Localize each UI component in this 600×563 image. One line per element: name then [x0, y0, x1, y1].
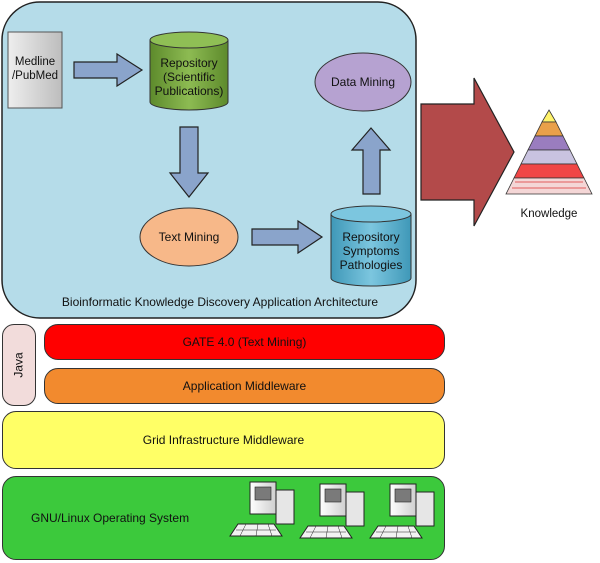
application-middleware-layer: Application Middleware	[44, 368, 445, 404]
knowledge-label: Knowledge	[520, 208, 578, 220]
medline-label: Medline /PubMed	[11, 56, 59, 82]
repository-publications-label: Repository (Scientific Publications)	[154, 56, 224, 98]
flow-arrow-3	[251, 219, 324, 255]
flow-arrow-2	[168, 126, 210, 198]
data-mining-label: Data Mining	[330, 75, 396, 89]
repository-symptoms-label: Repository Symptoms Pathologies	[339, 230, 403, 272]
repository-symptoms-cylinder	[330, 205, 412, 287]
gate-layer: GATE 4.0 (Text Mining)	[44, 324, 445, 360]
application-middleware-label: Application Middleware	[182, 379, 307, 393]
flow-arrow-4	[350, 127, 392, 195]
knowledge-pyramid-icon	[505, 109, 593, 195]
computer-icon	[229, 481, 295, 537]
knowledge-output-arrow	[420, 77, 515, 227]
flow-arrow-1	[73, 52, 144, 88]
repository-publications-cylinder	[149, 31, 229, 111]
computer-icon	[299, 483, 365, 539]
java-label: Java	[11, 352, 26, 378]
text-mining-label: Text Mining	[158, 230, 220, 244]
grid-middleware-layer: Grid Infrastructure Middleware	[2, 411, 445, 469]
data-mining-node	[314, 52, 412, 112]
text-mining-node	[139, 207, 239, 267]
java-layer: Java	[2, 324, 36, 406]
architecture-caption: Bioinformatic Knowledge Discovery Applic…	[61, 295, 379, 309]
computer-icon	[369, 483, 435, 539]
gate-label: GATE 4.0 (Text Mining)	[182, 335, 307, 349]
medline-source	[7, 31, 63, 109]
grid-middleware-label: Grid Infrastructure Middleware	[142, 433, 305, 447]
